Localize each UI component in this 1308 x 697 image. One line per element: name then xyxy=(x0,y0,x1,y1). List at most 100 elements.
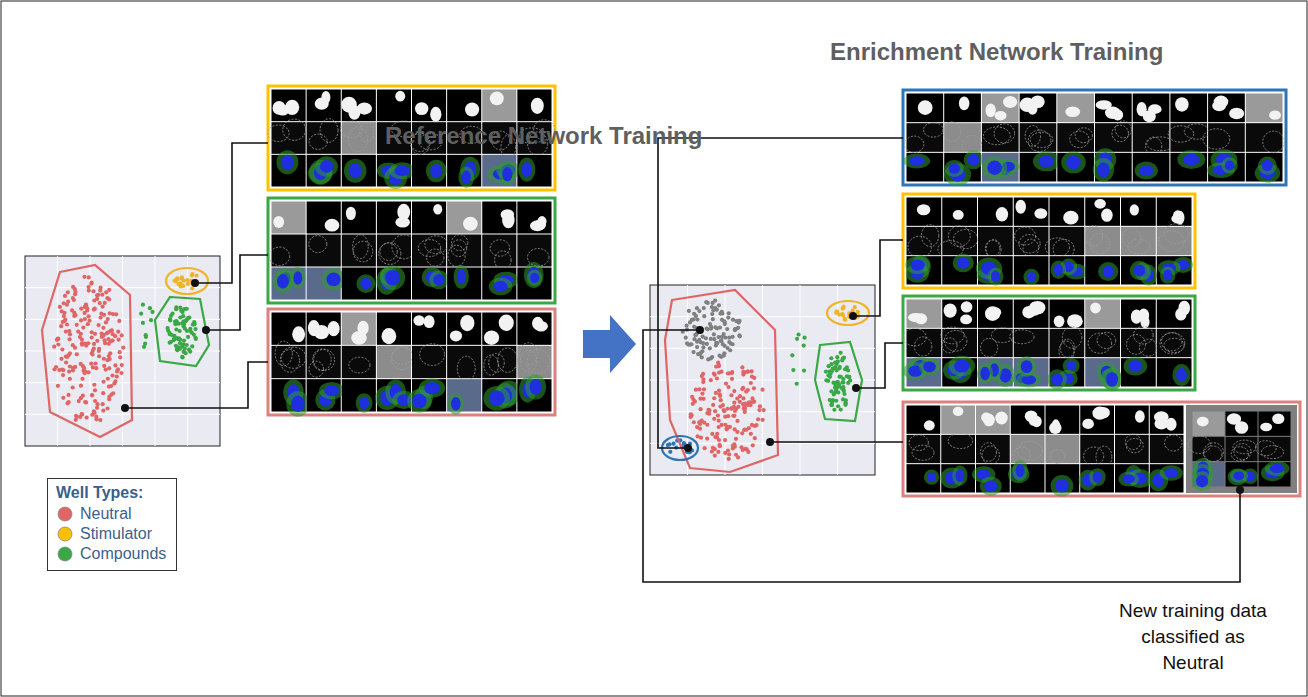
data-point xyxy=(723,438,727,442)
data-point xyxy=(835,355,839,359)
data-point xyxy=(87,275,91,279)
nucleus xyxy=(341,97,357,113)
data-point xyxy=(695,340,699,344)
data-point xyxy=(87,314,91,318)
image-tile xyxy=(1121,198,1156,226)
data-point xyxy=(178,347,182,351)
data-point xyxy=(710,312,714,316)
nucleus-blue xyxy=(1097,162,1110,177)
image-tile xyxy=(1011,435,1045,463)
image-tile xyxy=(982,123,1019,152)
data-point xyxy=(81,394,85,398)
image-tile xyxy=(982,94,1019,123)
image-tile xyxy=(1121,300,1156,328)
nucleus-blue xyxy=(909,156,925,165)
image-tile xyxy=(1226,462,1258,486)
data-point xyxy=(187,348,191,352)
data-point xyxy=(190,344,194,348)
panel-border xyxy=(268,309,555,415)
nucleus xyxy=(328,321,340,336)
legend-box: Well Types:NeutralStimulatorCompounds xyxy=(47,478,177,571)
data-point xyxy=(722,332,726,336)
cell-outline xyxy=(348,127,367,151)
data-point xyxy=(83,311,87,315)
data-point xyxy=(702,306,706,310)
image-tile xyxy=(342,202,376,234)
data-point xyxy=(829,389,833,393)
data-point xyxy=(74,414,78,418)
data-point xyxy=(740,387,744,391)
leader-dot xyxy=(121,404,129,412)
data-point xyxy=(178,338,182,342)
nucleus-blue xyxy=(927,472,936,481)
nucleus xyxy=(490,91,504,105)
image-tile xyxy=(342,122,376,154)
data-point xyxy=(120,363,124,367)
data-point xyxy=(726,315,730,319)
cytoplasm xyxy=(344,159,367,183)
data-point xyxy=(791,368,795,372)
data-point xyxy=(751,443,755,447)
data-point xyxy=(143,342,147,346)
nucleus-blue xyxy=(980,367,990,380)
data-point xyxy=(174,307,178,311)
data-point xyxy=(796,332,800,336)
data-point xyxy=(56,336,60,340)
data-point xyxy=(95,339,99,343)
data-point xyxy=(67,369,71,373)
image-tile xyxy=(447,313,481,345)
nucleus xyxy=(1067,314,1083,328)
data-point xyxy=(717,364,721,368)
data-point xyxy=(853,305,857,309)
data-point xyxy=(185,278,189,282)
leader-line xyxy=(195,143,268,283)
data-point xyxy=(696,352,700,356)
image-tile xyxy=(941,435,975,463)
panel-border xyxy=(903,194,1195,288)
data-point xyxy=(723,451,727,455)
cell-outline xyxy=(281,347,306,368)
nucleus xyxy=(463,217,478,231)
nucleus xyxy=(531,98,544,114)
data-point xyxy=(841,357,845,361)
nucleus xyxy=(1031,416,1041,427)
data-point xyxy=(66,290,70,294)
data-point xyxy=(735,419,739,423)
image-tile xyxy=(1085,227,1120,255)
nucleus-blue xyxy=(1054,264,1063,276)
cytoplasm xyxy=(1102,368,1122,391)
legend-title: Well Types: xyxy=(56,484,166,502)
image-tile xyxy=(907,329,942,357)
image-tile xyxy=(342,235,376,267)
data-point xyxy=(168,317,172,321)
image-grid-panel xyxy=(903,194,1195,288)
data-point xyxy=(717,371,721,375)
cytoplasm xyxy=(944,160,964,177)
nucleus xyxy=(325,219,340,232)
data-point xyxy=(174,321,178,325)
data-point xyxy=(712,417,716,421)
data-point xyxy=(73,346,77,350)
image-tile xyxy=(941,464,975,492)
nucleus xyxy=(346,207,356,220)
data-point xyxy=(56,384,60,388)
nucleus xyxy=(433,204,442,215)
data-point xyxy=(727,452,731,456)
cell-outline xyxy=(1147,137,1174,151)
data-point xyxy=(192,322,196,326)
image-tile xyxy=(976,406,1010,434)
cell-outline xyxy=(1062,327,1081,349)
cell-outline xyxy=(527,350,550,374)
cluster-outline xyxy=(42,265,132,437)
image-tile xyxy=(1193,412,1225,436)
cell-outline xyxy=(519,343,537,365)
data-point xyxy=(726,414,730,418)
image-tile xyxy=(307,313,341,345)
panel-border xyxy=(903,296,1195,390)
data-point xyxy=(79,384,83,388)
cell-outline xyxy=(1188,436,1210,454)
image-tile xyxy=(941,406,975,434)
cell-outline xyxy=(986,240,1001,259)
data-point xyxy=(71,285,75,289)
new-data-shade xyxy=(1186,405,1297,493)
